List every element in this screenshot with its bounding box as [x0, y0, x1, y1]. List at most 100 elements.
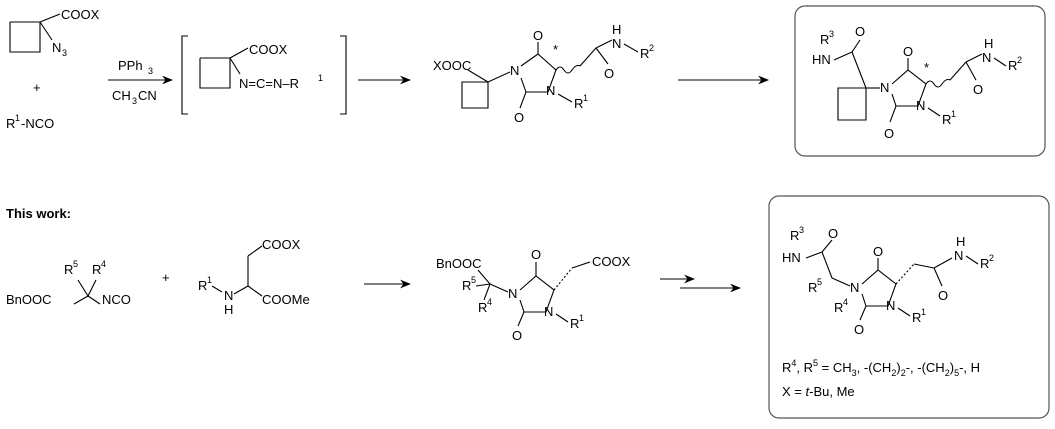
- o-atom-1: O: [533, 28, 543, 43]
- n-atom-5: N: [916, 98, 925, 113]
- solvent-tail: CN: [138, 88, 157, 103]
- r1-bottom-sup: 1: [921, 307, 926, 317]
- this-work-label: This work:: [6, 206, 71, 221]
- n-atom-hyd-b2: N: [544, 304, 553, 319]
- cooX-hydantoin: COOX: [592, 254, 631, 269]
- carbodiimide-label: N=C=N–R: [239, 76, 299, 91]
- isocyanate-r1: R 1 -NCO: [6, 113, 54, 131]
- r1-superscript: 1: [15, 113, 20, 123]
- h-atom-aspartate: H: [224, 302, 233, 317]
- reagent-label: PPh: [118, 58, 143, 73]
- o-atom-bottom-2: O: [873, 244, 883, 259]
- r4-bottom-sup: 4: [843, 297, 848, 307]
- carbodiimide-intermediate: COOX N=C=N–R 1: [181, 35, 347, 115]
- n-atom-bottom-1: N: [850, 280, 859, 295]
- azide-label: N: [52, 40, 61, 55]
- x-substituent-note: X = t-Bu, Me: [782, 384, 855, 399]
- r5-hydantoin-sup: 5: [471, 275, 476, 285]
- carbodiimide-superscript: 1: [318, 73, 323, 83]
- xooc-label: XOOC: [433, 58, 471, 73]
- o-atom-3: O: [604, 66, 614, 81]
- hydantoin-bottom-structure: BnOOC R 5 R 4 N O N R 1 O COOX: [436, 247, 631, 343]
- r2-superscript: 2: [649, 43, 654, 53]
- r1-product-top-sup: 1: [951, 109, 956, 119]
- svg-text:R: R: [790, 228, 799, 243]
- reagent-subscript: 3: [148, 66, 153, 76]
- cooX-label: COOX: [61, 7, 100, 22]
- o-atom-6: O: [884, 126, 894, 141]
- o-atom-bottom-3: O: [854, 322, 864, 337]
- intermediate-cooX: COOX: [249, 42, 288, 57]
- o-atom-bottom-1: O: [828, 226, 838, 241]
- aspartate-cooX: COOX: [262, 237, 301, 252]
- n-atom-1: N: [510, 63, 519, 78]
- r1-hydantoin: R: [574, 96, 583, 111]
- o-atom-4: O: [855, 24, 865, 39]
- nco-label: -NCO: [21, 116, 54, 131]
- n-atom-bottom-3: N: [954, 248, 963, 263]
- r4-hydantoin: R: [478, 300, 487, 315]
- o-atom-hyd-b2: O: [512, 328, 522, 343]
- plus-sign-bottom: +: [162, 270, 170, 285]
- svg-text:R: R: [198, 278, 207, 293]
- cyclobutane-azide-structure: COOX N 3: [9, 7, 100, 58]
- stereo-star: *: [553, 42, 558, 57]
- h-atom: H: [612, 22, 621, 37]
- n-atom-3: N: [612, 36, 621, 51]
- svg-text:R: R: [980, 256, 989, 271]
- product-structure-top: R 3 HN O N O N R 1 O * O H N R 2: [812, 24, 1022, 141]
- r2-product-top-sup: 2: [1017, 55, 1022, 65]
- product-box-bottom: [768, 195, 1050, 419]
- hn-bottom-label: HN: [782, 250, 801, 265]
- n-atom-2: N: [546, 83, 555, 98]
- o-atom-hyd-b1: O: [531, 247, 541, 262]
- h-atom-bottom: H: [956, 234, 965, 249]
- n-atom-6: N: [982, 50, 991, 65]
- n-atom-hyd-b1: N: [508, 286, 517, 301]
- product-structure-bottom: R 3 HN O R 5 R 4 N O N R 1 O O H N R 2: [782, 225, 994, 337]
- r5-label: R: [64, 262, 73, 277]
- r3-bottom-sup: 3: [799, 225, 804, 235]
- bnooc-hydantoin: BnOOC: [436, 256, 482, 271]
- r2-bottom-sup: 2: [989, 253, 994, 263]
- bnooc-label: BnOOC: [6, 292, 52, 307]
- r3-label: R: [820, 32, 829, 47]
- azide-subscript: 3: [62, 48, 67, 58]
- r5-hydantoin: R: [462, 278, 471, 293]
- r-substituent-note: R4, R5 = CH3, -(CH2)2-, -(CH2)5-, H: [782, 358, 980, 378]
- o-atom-7: O: [973, 82, 983, 97]
- r4-superscript: 4: [101, 259, 106, 269]
- r3-superscript: 3: [829, 29, 834, 39]
- nco-bottom-label: NCO: [102, 292, 131, 307]
- r4-label: R: [92, 262, 101, 277]
- solvent-subscript: 3: [132, 96, 137, 106]
- solvent-label: CH: [112, 88, 131, 103]
- r2-label: R: [640, 46, 649, 61]
- n-atom-aspartate: N: [224, 288, 233, 303]
- r1-hydantoin-bottom-sup: 1: [579, 313, 584, 323]
- stereo-star-product: *: [924, 60, 929, 75]
- coome-label: COOMe: [262, 292, 310, 307]
- r5-superscript: 5: [73, 259, 78, 269]
- r4-bottom: R: [834, 300, 843, 315]
- r2-product-top: R: [1008, 58, 1017, 73]
- o-atom-bottom-4: O: [938, 288, 948, 303]
- r1-hydantoin-sup: 1: [583, 93, 588, 103]
- r1-aspartate-sup: 1: [207, 275, 212, 285]
- r1-product-top: R: [942, 112, 951, 127]
- svg-text:R: R: [570, 316, 579, 331]
- n-atom-bottom-2: N: [886, 298, 895, 313]
- aspartate-structure: COOX COOMe N H R 1: [198, 237, 310, 317]
- n-atom-4: N: [880, 80, 889, 95]
- plus-sign-top: +: [33, 80, 41, 95]
- o-atom-5: O: [903, 44, 913, 59]
- svg-text:R: R: [912, 310, 921, 325]
- hydantoin-intermediate-structure: XOOC N O N R 1 O * O H N R 2: [433, 22, 654, 125]
- r5-bottom-sup: 5: [817, 277, 822, 287]
- isocyanate-ester-structure: R 5 R 4 BnOOC NCO: [6, 259, 131, 307]
- h-atom-product: H: [984, 36, 993, 51]
- r1-label: R: [6, 116, 15, 131]
- r5-bottom: R: [808, 280, 817, 295]
- o-atom-2: O: [514, 110, 524, 125]
- hn-label: HN: [812, 52, 831, 67]
